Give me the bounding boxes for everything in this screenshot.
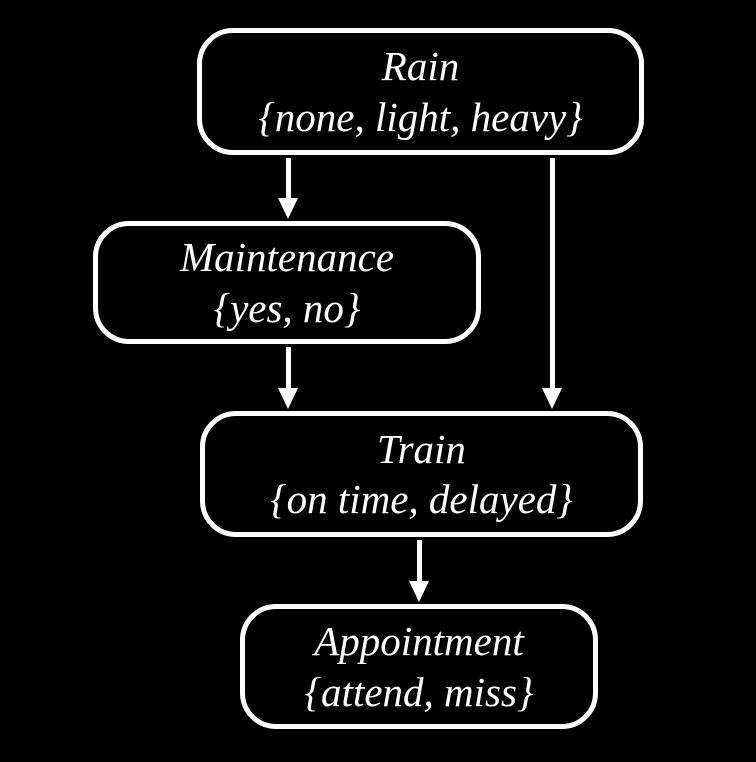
arrowhead-down-icon — [542, 388, 562, 409]
arrowhead-down-icon — [278, 198, 298, 219]
edge-line — [285, 347, 291, 393]
edge-line — [416, 540, 422, 586]
node-maintenance-label: Maintenance — [179, 234, 395, 281]
edge-maintenance-to-train — [278, 347, 298, 409]
node-train-values: {on time, delayed} — [270, 476, 573, 522]
node-train: Train {on time, delayed} — [200, 411, 643, 537]
node-rain: Rain {none, light, heavy} — [197, 28, 644, 155]
node-train-label: Train — [377, 425, 466, 472]
node-appointment-values: {attend, miss} — [304, 668, 534, 715]
edge-train-to-appointment — [409, 540, 429, 602]
arrowhead-down-icon — [278, 388, 298, 409]
node-appointment: Appointment {attend, miss} — [240, 604, 598, 729]
node-appointment-label: Appointment — [314, 618, 524, 665]
node-maintenance-values: {yes, no} — [213, 284, 361, 331]
edge-line — [549, 158, 555, 393]
edge-rain-to-train — [542, 158, 562, 409]
edge-line — [285, 158, 291, 203]
node-maintenance: Maintenance {yes, no} — [93, 221, 481, 344]
node-rain-label: Rain — [381, 43, 460, 90]
arrowhead-down-icon — [409, 581, 429, 602]
node-rain-values: {none, light, heavy} — [258, 93, 583, 140]
edge-rain-to-maintenance — [278, 158, 298, 219]
